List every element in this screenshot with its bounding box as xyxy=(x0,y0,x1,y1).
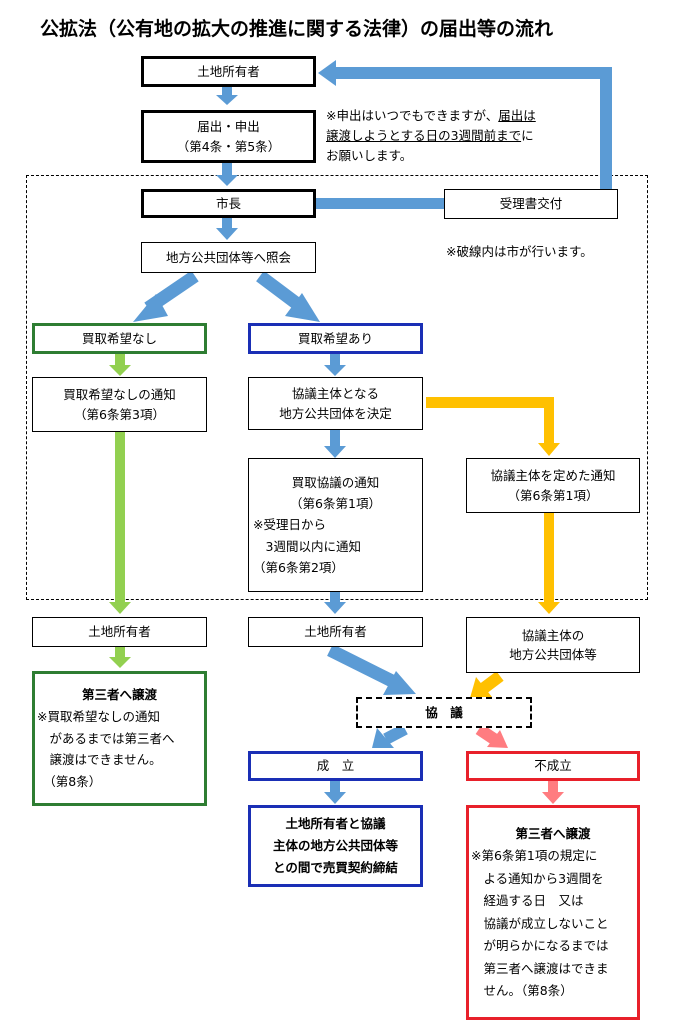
node-transfer-left-head: 第三者へ譲渡 xyxy=(81,686,157,702)
yellow-arrows xyxy=(426,397,560,698)
node-no-notice-line1: 買取希望なしの通知 xyxy=(63,387,176,403)
node-inquiry-label: 地方公共団体等へ照会 xyxy=(165,249,291,265)
node-yes-purchase-label: 買取希望あり xyxy=(297,330,373,346)
node-contract-line3: との間で売買契約締結 xyxy=(273,859,398,875)
node-owner-left: 土地所有者 xyxy=(32,617,207,647)
node-party-notice-line2: （第6条第1項） xyxy=(507,487,599,503)
node-decide-party: 協議主体となる 地方公共団体を決定 xyxy=(248,377,423,430)
node-negotiating-party: 協議主体の 地方公共団体等 xyxy=(466,617,640,673)
node-owner-top-label: 土地所有者 xyxy=(197,63,260,79)
node-transfer-right-line4: 協議が成立しないこと xyxy=(471,915,609,931)
node-negotiation-label: 協 議 xyxy=(425,704,463,720)
node-transfer-left-line3: 譲渡はできません。 xyxy=(37,752,162,768)
node-yes-purchase: 買取希望あり xyxy=(248,323,423,354)
node-contract-line1: 土地所有者と協議 xyxy=(285,816,386,832)
node-transfer-left-line1: ※買取希望なしの通知 xyxy=(37,708,160,724)
node-mayor: 市長 xyxy=(141,189,316,218)
node-purchase-notice-line5: （第6条第2項） xyxy=(253,559,344,575)
node-receipt-label: 受理書交付 xyxy=(499,196,563,212)
node-success: 成 立 xyxy=(248,751,423,781)
node-transfer-right-line2: よる通知から3週間を xyxy=(471,870,604,886)
node-purchase-notice: 買取協議の通知 （第6条第1項） ※受理日から 3週間以内に通知 （第6条第2項… xyxy=(248,458,423,592)
node-party-notice-line1: 協議主体を定めた通知 xyxy=(490,468,616,484)
node-transfer-left-line2: があるまでは第三者へ xyxy=(37,730,175,746)
node-purchase-notice-line2: （第6条第1項） xyxy=(290,496,381,512)
node-party-notice: 協議主体を定めた通知 （第6条第1項） xyxy=(466,458,640,513)
node-notification-line2: （第4条・第5条） xyxy=(176,138,281,154)
node-transfer-right-line3: 経過する日 又は xyxy=(471,893,584,908)
page-title: 公拡法（公有地の拡大の推進に関する法律）の届出等の流れ xyxy=(40,18,554,40)
node-contract-line2: 主体の地方公共団体等 xyxy=(272,838,398,854)
apply-note-a: ※申出はいつでもできますが、 xyxy=(326,108,499,123)
node-party-line2: 地方公共団体等 xyxy=(509,647,597,662)
node-owner-left-label: 土地所有者 xyxy=(88,624,151,640)
node-transfer-right-line6: 第三者へ譲渡はできま xyxy=(471,960,609,976)
node-failure: 不成立 xyxy=(466,751,640,781)
node-negotiation: 協 議 xyxy=(356,697,532,728)
node-purchase-notice-line1: 買取協議の通知 xyxy=(291,474,380,490)
node-mayor-label: 市長 xyxy=(215,195,241,211)
blue-arrows xyxy=(216,60,612,804)
node-transfer-right-head: 第三者へ譲渡 xyxy=(515,825,591,841)
apply-note: ※申出はいつでもできますが、届出は 譲渡しようとする日の3週間前までに お願いし… xyxy=(326,106,536,166)
node-purchase-notice-line3: ※受理日から xyxy=(253,517,326,533)
apply-note-c: 譲渡しようとする日の3週間前まで xyxy=(326,128,522,143)
dashed-region-note: ※破線内は市が行います。 xyxy=(446,244,593,259)
node-no-notice-line2: （第6条第3項） xyxy=(74,406,165,422)
node-transfer-right-line7: せん。（第8条） xyxy=(471,983,573,998)
node-contract: 土地所有者と協議 主体の地方公共団体等 との間で売買契約締結 xyxy=(248,805,423,887)
node-purchase-notice-line4: 3週間以内に通知 xyxy=(253,538,361,554)
green-arrows xyxy=(109,352,131,668)
apply-note-e: お願いします。 xyxy=(326,148,413,163)
node-decide-line2: 地方公共団体を決定 xyxy=(279,405,392,421)
apply-note-d: に xyxy=(521,128,534,143)
node-notification: 届出・申出 （第4条・第5条） xyxy=(141,110,316,163)
node-decide-line1: 協議主体となる xyxy=(291,386,380,402)
node-no-purchase: 買取希望なし xyxy=(32,323,207,354)
node-transfer-right-line1: ※第6条第1項の規定に xyxy=(471,848,598,863)
node-no-purchase-label: 買取希望なし xyxy=(81,330,157,346)
node-transfer-left-line4: （第8条） xyxy=(37,774,102,790)
branch-arrows xyxy=(133,270,416,748)
node-no-purchase-notice: 買取希望なしの通知 （第6条第3項） xyxy=(32,377,207,432)
node-party-line1: 協議主体の xyxy=(521,627,585,643)
node-owner-mid: 土地所有者 xyxy=(248,617,423,647)
node-notification-line1: 届出・申出 xyxy=(197,119,260,135)
apply-note-b: 届出は xyxy=(498,108,536,123)
node-transfer-right: 第三者へ譲渡 ※第6条第1項の規定に よる通知から3週間を 経過する日 又は 協… xyxy=(466,805,640,1020)
pink-arrows xyxy=(475,724,564,804)
node-inquiry: 地方公共団体等へ照会 xyxy=(141,242,316,273)
node-transfer-left: 第三者へ譲渡 ※買取希望なしの通知 があるまでは第三者へ 譲渡はできません。 （… xyxy=(32,671,207,806)
node-owner-mid-label: 土地所有者 xyxy=(304,624,367,640)
node-success-label: 成 立 xyxy=(316,758,355,774)
node-receipt: 受理書交付 xyxy=(444,189,618,219)
node-transfer-right-line5: が明らかになるまでは xyxy=(471,938,609,953)
node-failure-label: 不成立 xyxy=(534,758,572,774)
node-owner-top: 土地所有者 xyxy=(141,56,316,87)
